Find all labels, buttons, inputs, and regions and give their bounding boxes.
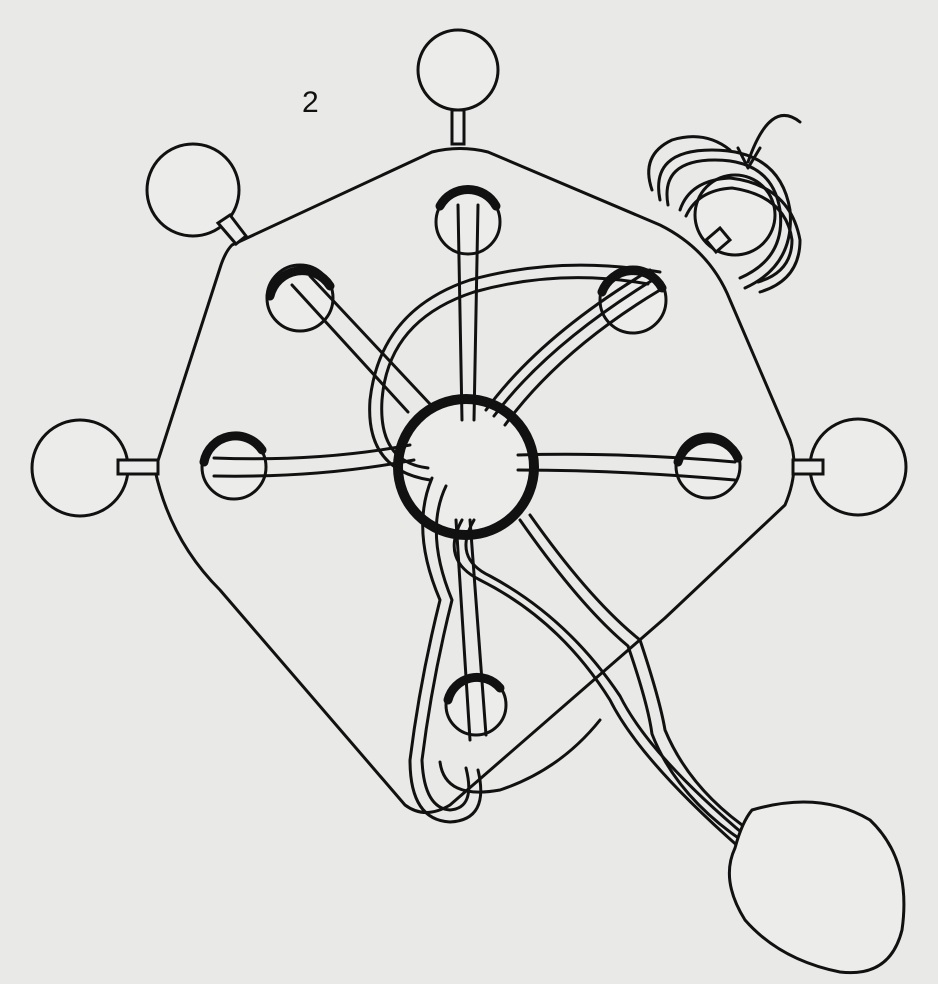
cord-tail-c (530, 515, 752, 832)
cord-tail-b (466, 520, 748, 838)
peg-top (418, 30, 498, 110)
peg-stem-upper-left (218, 215, 246, 244)
cord-tail-d (520, 520, 744, 842)
peg-stem-top (452, 110, 464, 144)
peg-stem-left (118, 460, 158, 474)
weight-bobbin (729, 802, 904, 973)
cord-loops (370, 265, 752, 848)
cord-ul-a (292, 285, 408, 412)
peg-stem-right (793, 460, 823, 474)
peg-left (32, 420, 128, 516)
cord-ul-b (310, 276, 430, 404)
